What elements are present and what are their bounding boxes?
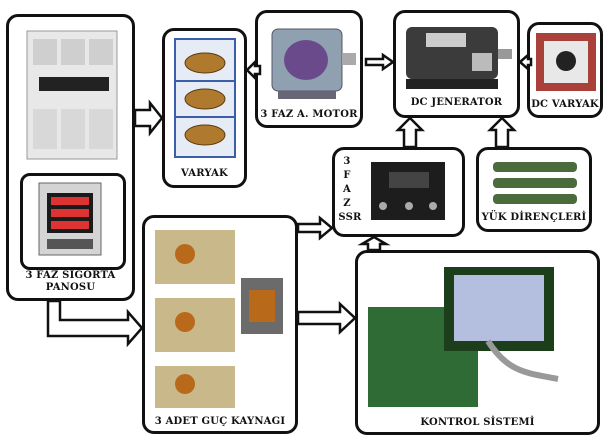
arrow-jenerator-to-motor	[364, 52, 396, 72]
ssr-block: 3 F A Z SSR	[332, 147, 465, 237]
arrow-sigorta-to-varyak	[133, 99, 164, 137]
varyak-label: VARYAK	[181, 168, 228, 179]
power-supply-image	[155, 230, 283, 408]
sigorta-label-1: 3 FAZ SİGORTA	[25, 270, 116, 281]
ssr-image	[371, 162, 445, 220]
dc-varyak-block: DC VARYAK	[527, 22, 603, 118]
arrow-dcvaryak-to-jenerator	[518, 52, 533, 72]
ssr-label-z: Z	[343, 198, 351, 209]
ssr-label-ssr: SSR	[338, 212, 362, 223]
resistors-image	[493, 162, 577, 204]
ssr-label-3: 3	[343, 156, 351, 167]
kontrol-sistemi-block: KONTROL SİSTEMİ	[355, 250, 600, 435]
guc-label: 3 ADET GUÇ KAYNAGI	[154, 416, 286, 427]
sigorta-label-2: PANOSU	[45, 282, 96, 293]
motor-block: 3 FAZ A. MOTOR	[255, 10, 363, 128]
arrow-sigorta-to-guc	[46, 299, 144, 348]
dc-jenerator-block: DC JENERATOR	[393, 10, 520, 118]
arrow-varyak-to-motor	[245, 58, 262, 82]
kontrol-label: KONTROL SİSTEMİ	[420, 417, 535, 428]
arrow-yuk-to-jenerator	[486, 116, 518, 149]
control-board-image	[368, 267, 559, 407]
arrow-ssr-to-jenerator	[394, 116, 426, 149]
guc-kaynagi-block: 3 ADET GUÇ KAYNAGI	[142, 215, 298, 434]
arrow-guc-to-ssr	[296, 215, 334, 241]
breaker-image	[26, 30, 118, 160]
varyak-image	[174, 38, 236, 158]
yuk-label: YÜK DİRENÇLERİ	[481, 212, 587, 223]
motor-image	[271, 28, 356, 99]
yuk-direncleri-block: YÜK DİRENÇLERİ	[476, 147, 592, 232]
dc-varyak-image	[536, 33, 596, 91]
arrow-kontrol-to-ssr	[357, 235, 391, 252]
power-meter-image	[38, 182, 102, 256]
dc-varyak-label: DC VARYAK	[531, 99, 599, 110]
sigorta-panosu-block: 3 FAZ SİGORTA PANOSU	[6, 14, 135, 301]
ssr-label-a: A	[343, 184, 351, 195]
ssr-label-f: F	[343, 170, 351, 181]
generator-image	[406, 27, 512, 89]
varyak-block: VARYAK	[162, 28, 247, 188]
arrow-guc-to-kontrol	[296, 301, 357, 335]
motor-label: 3 FAZ A. MOTOR	[260, 109, 358, 120]
dc-jenerator-label: DC JENERATOR	[410, 97, 503, 108]
